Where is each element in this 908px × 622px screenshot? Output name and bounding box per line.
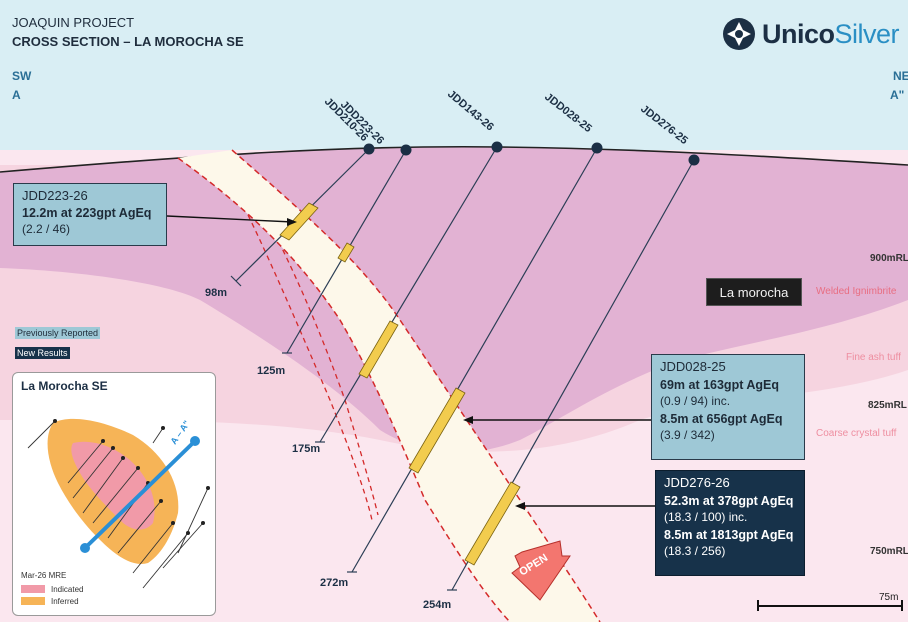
direction-sw: SW (12, 69, 32, 83)
inset-drill-traces (27, 420, 209, 589)
welded-ignimbrite-unit (0, 146, 908, 453)
callout-pointer-arrow (463, 416, 473, 424)
section-line (83, 439, 197, 550)
elevation-label: 900mRL (870, 253, 908, 264)
direction-ne: NE (893, 69, 908, 83)
callout-hole-id: JDD276-26 (664, 475, 730, 490)
inferred-label: Inferred (51, 597, 79, 606)
callout-pointer (166, 215, 294, 223)
hole-depth-label: 272m (320, 577, 348, 589)
elevation-label: 825mRL (868, 400, 907, 411)
elevation-label: 750mRL (870, 546, 908, 557)
callout-grade: (0.9 / 94) inc. (660, 394, 731, 408)
project-title: JOAQUIN PROJECT (12, 15, 135, 30)
section-end-a: A (12, 88, 21, 102)
intercept-jdd028 (408, 387, 466, 474)
intercept-jdd276 (464, 481, 521, 566)
inferred-swatch (21, 597, 45, 605)
indicated-swatch (21, 585, 45, 593)
inset-section-label: A – A" (168, 419, 191, 447)
hole-depth-label: 254m (423, 599, 451, 611)
callout-pointer-arrow (287, 218, 297, 226)
drillhole-trace-jdd028 (351, 147, 598, 573)
inset-location-map[interactable]: La Morocha SE (12, 372, 216, 616)
logo-text-unico: Unico (762, 18, 835, 49)
section-line-end (190, 436, 200, 446)
section-title: CROSS SECTION – LA MOROCHA SE (12, 34, 244, 49)
callout-jdd223: JDD223-26 12.2m at 223gpt AgEq (2.2 / 46… (13, 183, 167, 246)
callout-jdd276: JDD276-26 52.3m at 378gpt AgEq (18.3 / 1… (655, 470, 805, 576)
callout-grade: (18.3 / 256) (664, 544, 726, 558)
drillhole-collar[interactable] (400, 144, 412, 156)
inset-title: La Morocha SE (21, 379, 108, 393)
lithology-label: Fine ash tuff (846, 352, 901, 363)
drillhole-collar[interactable] (688, 154, 700, 166)
hole-end-tick (230, 275, 242, 287)
open-arrow (511, 540, 571, 601)
callout-grade: (2.2 / 46) (22, 222, 71, 236)
callout-grade: (18.3 / 100) inc. (664, 510, 748, 524)
section-end-a-prime: A" (890, 88, 905, 102)
callout-hole-id: JDD028-25 (660, 359, 726, 374)
hole-depth-label: 125m (257, 365, 285, 377)
section-line-end (80, 543, 90, 553)
callout-result: 69m at 163gpt AgEq (660, 378, 780, 392)
inset-map-graphic: A – A" Mar-26 MRE Indicated Inferred (21, 419, 210, 606)
callout-result: 8.5m at 1813gpt AgEq (664, 528, 794, 542)
callout-result: 12.2m at 223gpt AgEq (22, 206, 152, 220)
callout-result: 8.5m at 656gpt AgEq (660, 412, 783, 426)
legend-previously-reported: Previously Reported (15, 327, 101, 339)
sky-background (0, 0, 908, 170)
indicated-resource-zone (71, 441, 155, 530)
lithology-label: Welded Ignimbrite (816, 286, 897, 297)
intercept-jdd143 (358, 320, 399, 379)
callout-hole-id: JDD223-26 (22, 188, 88, 203)
hole-depth-label: 175m (292, 443, 320, 455)
callout-grade: (3.9 / 342) (660, 428, 715, 442)
callout-result: 52.3m at 378gpt AgEq (664, 494, 794, 508)
drillhole-collar[interactable] (591, 142, 603, 154)
unico-silver-logo: UnicoSilver (722, 14, 900, 54)
main-vein-body (178, 150, 600, 622)
callout-pointer-arrow (515, 502, 525, 510)
drillhole-collar[interactable] (363, 143, 375, 155)
indicated-label: Indicated (51, 585, 83, 594)
logo-mark-icon (723, 18, 755, 50)
lithology-label: Coarse crystal tuff (816, 428, 897, 439)
drillhole-trace-jdd143 (319, 146, 498, 443)
hover-tooltip: La morocha (706, 278, 802, 306)
drillhole-collar[interactable] (491, 141, 503, 153)
minor-vein-dashed (247, 214, 373, 521)
callout-jdd028: JDD028-25 69m at 163gpt AgEq (0.9 / 94) … (651, 354, 805, 460)
inset-mre-label: Mar-26 MRE (21, 571, 66, 580)
legend-new-results: New Results (15, 347, 70, 359)
vein-footwall-dashed (177, 157, 511, 622)
minor-vein-dashed (261, 209, 379, 516)
logo-text-silver: Silver (834, 18, 900, 49)
intercept-jdd210 (337, 242, 355, 263)
scale-label: 75m (879, 592, 898, 603)
hole-depth-label: 98m (205, 287, 227, 299)
